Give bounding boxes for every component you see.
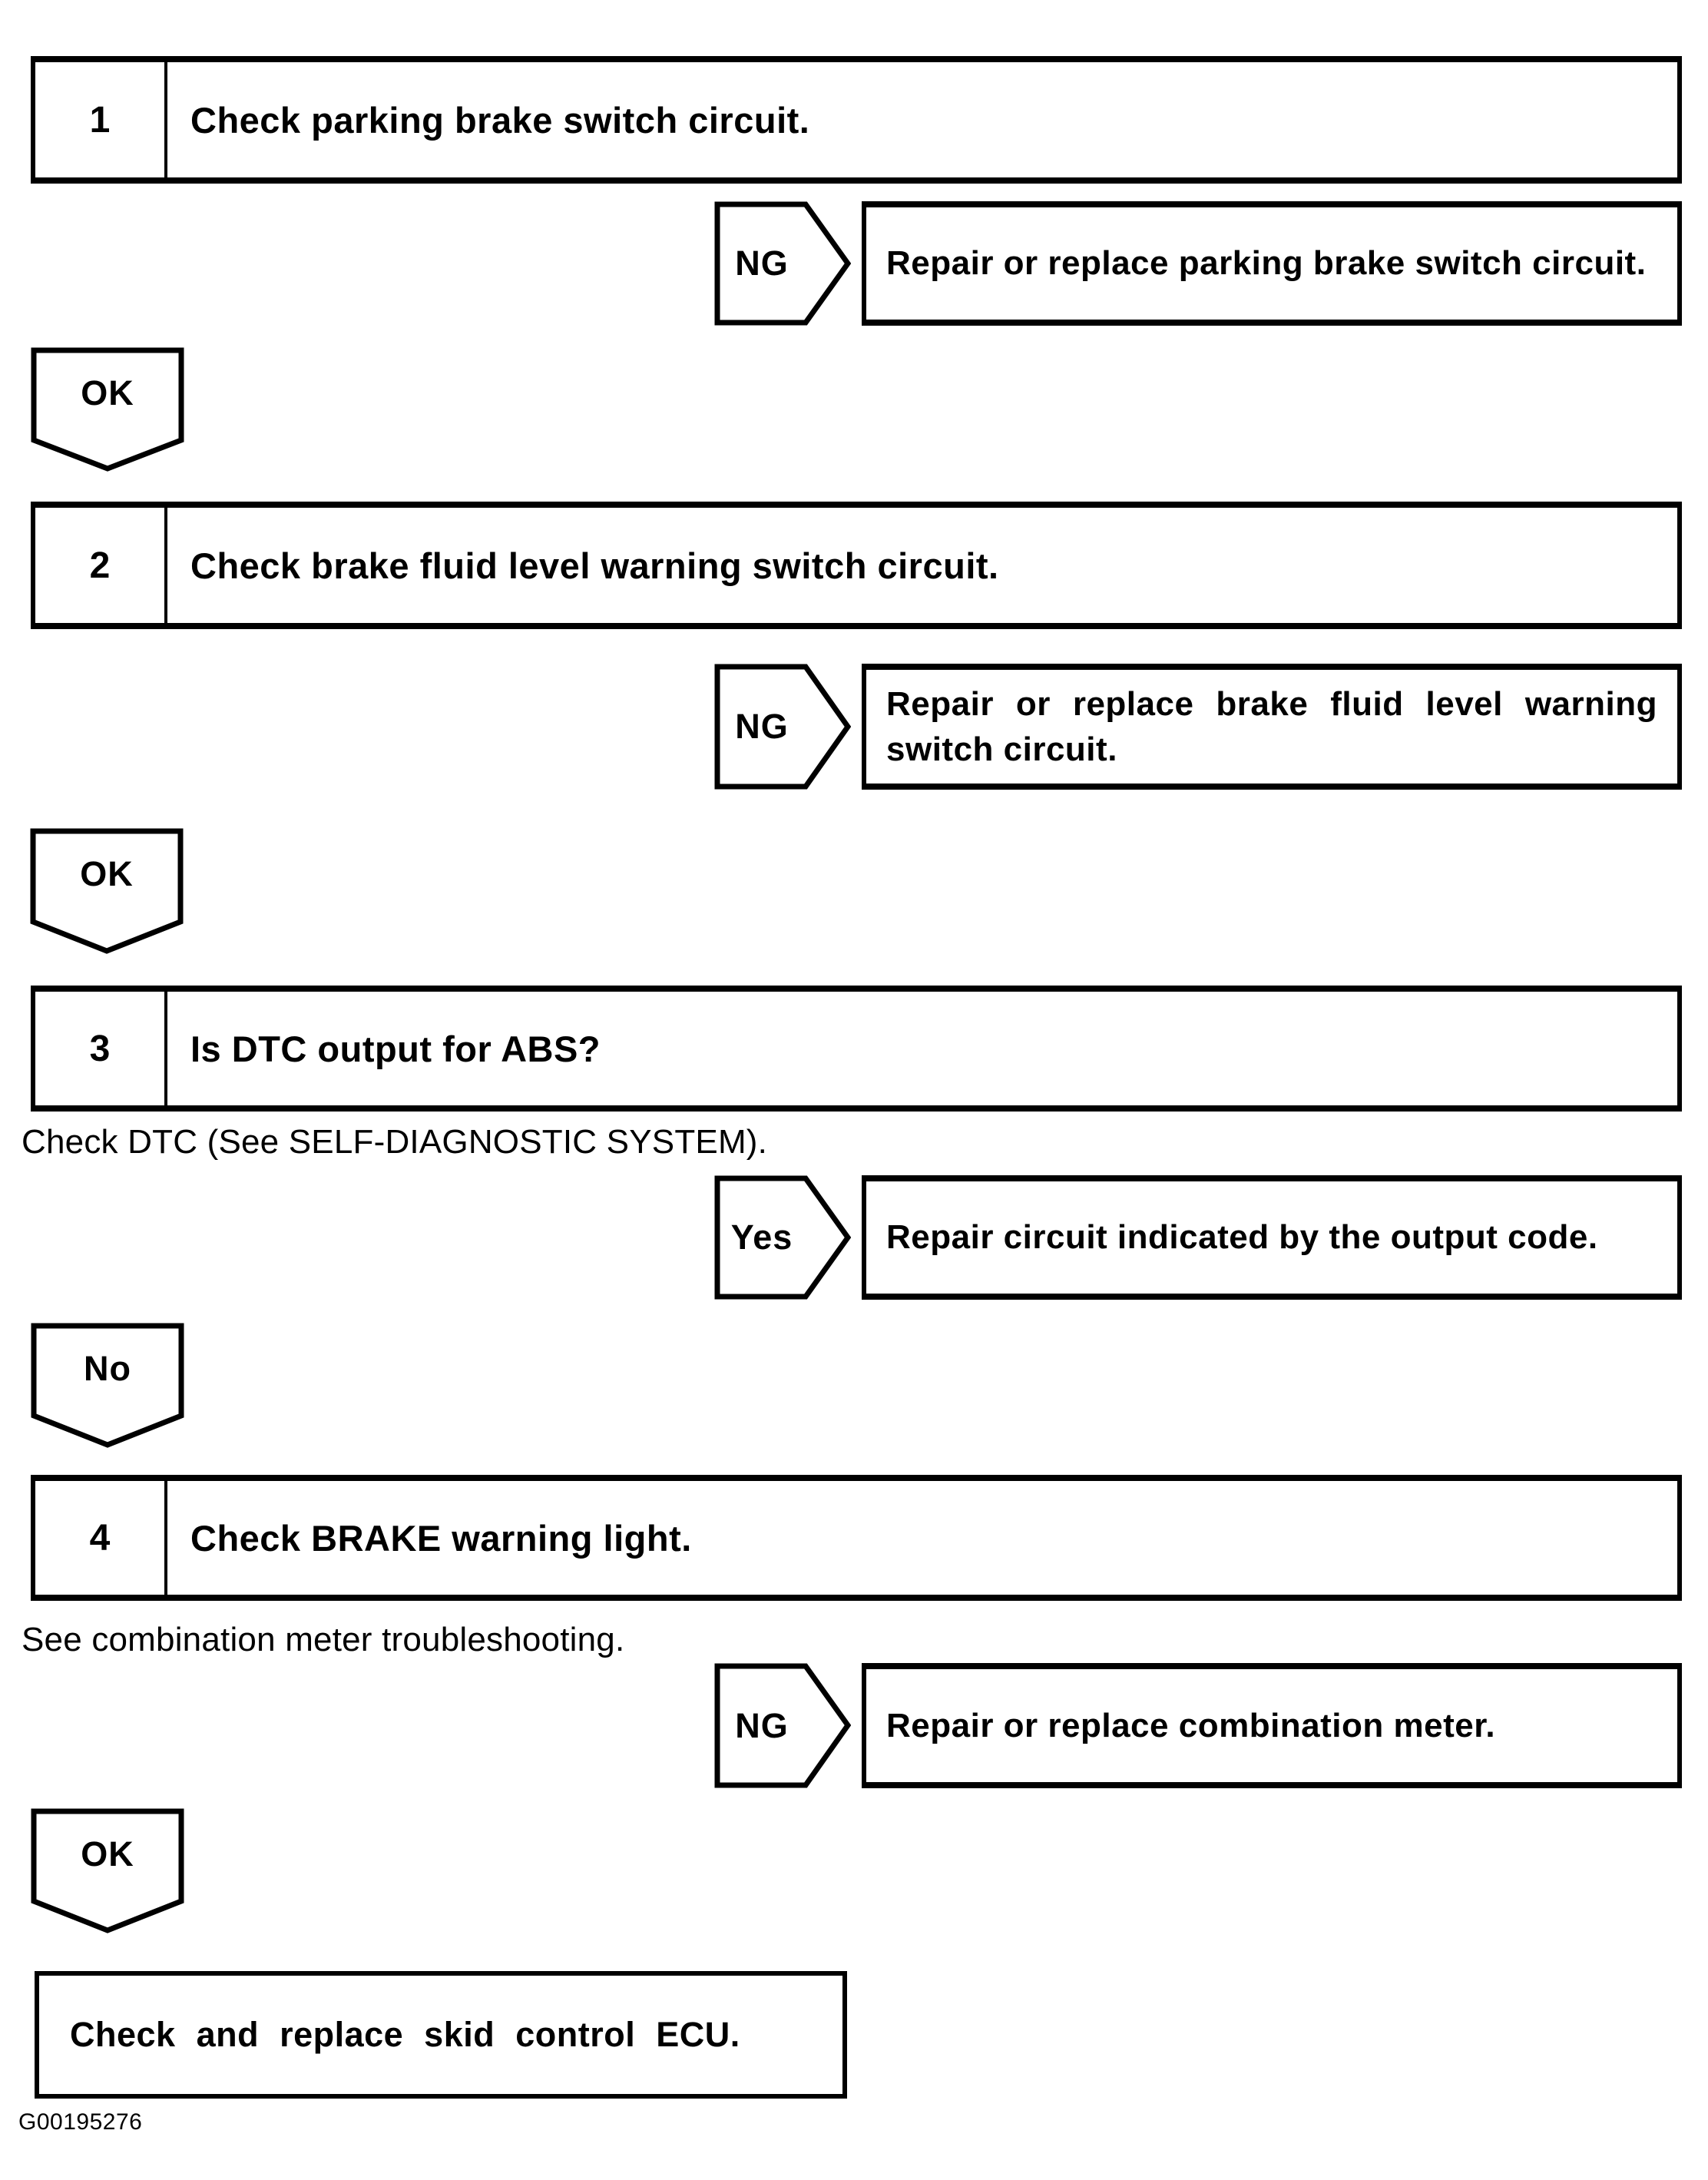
branch-label: Yes <box>730 1218 793 1257</box>
branch-connector-ng-2: NG <box>714 664 851 790</box>
branch-result-box-1: Repair or replace parking brake switch c… <box>862 201 1682 326</box>
down-pointer-pentagon-icon <box>31 1323 184 1448</box>
branch-connector-ng-1: NG <box>714 201 851 326</box>
branch-connector-yes-3: Yes <box>714 1175 851 1300</box>
step-number: 1 <box>35 62 167 177</box>
right-arrow-pentagon-icon <box>714 664 851 790</box>
final-action-text: Check and replace skid control ECU. <box>70 2015 740 2054</box>
figure-code: G00195276 <box>18 2109 143 2135</box>
step-title: Is DTC output for ABS? <box>190 1028 601 1069</box>
step-box-1: 1 Check parking brake switch circuit. <box>31 56 1682 184</box>
right-arrow-pentagon-icon <box>714 1663 851 1788</box>
step-number: 4 <box>35 1481 167 1595</box>
branch-label: NG <box>735 1705 789 1745</box>
continue-connector-ok-2: OK <box>30 828 184 954</box>
branch-label: NG <box>735 244 789 283</box>
continue-label: OK <box>81 373 134 412</box>
continue-label: OK <box>81 1834 134 1874</box>
final-action-box: Check and replace skid control ECU. <box>35 1971 847 2099</box>
branch-result-box-3: Repair circuit indicated by the output c… <box>862 1175 1682 1300</box>
continue-connector-no-3: No <box>31 1323 184 1448</box>
step-box-3: 3 Is DTC output for ABS? <box>31 986 1682 1112</box>
down-pointer-pentagon-icon <box>31 347 184 472</box>
branch-result-text: Repair or replace combination meter. <box>886 1706 1496 1744</box>
down-pointer-pentagon-icon <box>31 1808 184 1933</box>
branch-result-box-4: Repair or replace combination meter. <box>862 1663 1682 1788</box>
step-title: Check BRAKE warning light. <box>190 1517 692 1559</box>
continue-connector-ok-1: OK <box>31 347 184 472</box>
branch-result-box-2: Repair or replace brake fluid level warn… <box>862 664 1682 790</box>
continue-label: OK <box>80 854 134 893</box>
step-title: Check parking brake switch circuit. <box>190 99 810 141</box>
right-arrow-pentagon-icon <box>714 201 851 326</box>
branch-result-text: Repair circuit indicated by the output c… <box>886 1218 1598 1257</box>
down-pointer-pentagon-icon <box>30 828 184 954</box>
branch-label: NG <box>735 707 789 746</box>
step-title: Check brake fluid level warning switch c… <box>190 545 999 586</box>
branch-result-text: Repair or replace brake fluid level warn… <box>886 684 1657 768</box>
step-number: 2 <box>35 508 167 623</box>
branch-connector-ng-4: NG <box>714 1663 851 1788</box>
step-number: 3 <box>35 992 167 1105</box>
step-note-4: See combination meter troubleshooting. <box>22 1621 625 1658</box>
step-box-2: 2 Check brake fluid level warning switch… <box>31 502 1682 629</box>
branch-result-text: Repair or replace parking brake switch c… <box>886 244 1647 283</box>
right-arrow-pentagon-icon <box>714 1175 851 1300</box>
continue-label: No <box>84 1349 131 1388</box>
step-note-3: Check DTC (See SELF-DIAGNOSTIC SYSTEM). <box>22 1123 768 1161</box>
continue-connector-ok-4: OK <box>31 1808 184 1933</box>
step-box-4: 4 Check BRAKE warning light. <box>31 1475 1682 1601</box>
